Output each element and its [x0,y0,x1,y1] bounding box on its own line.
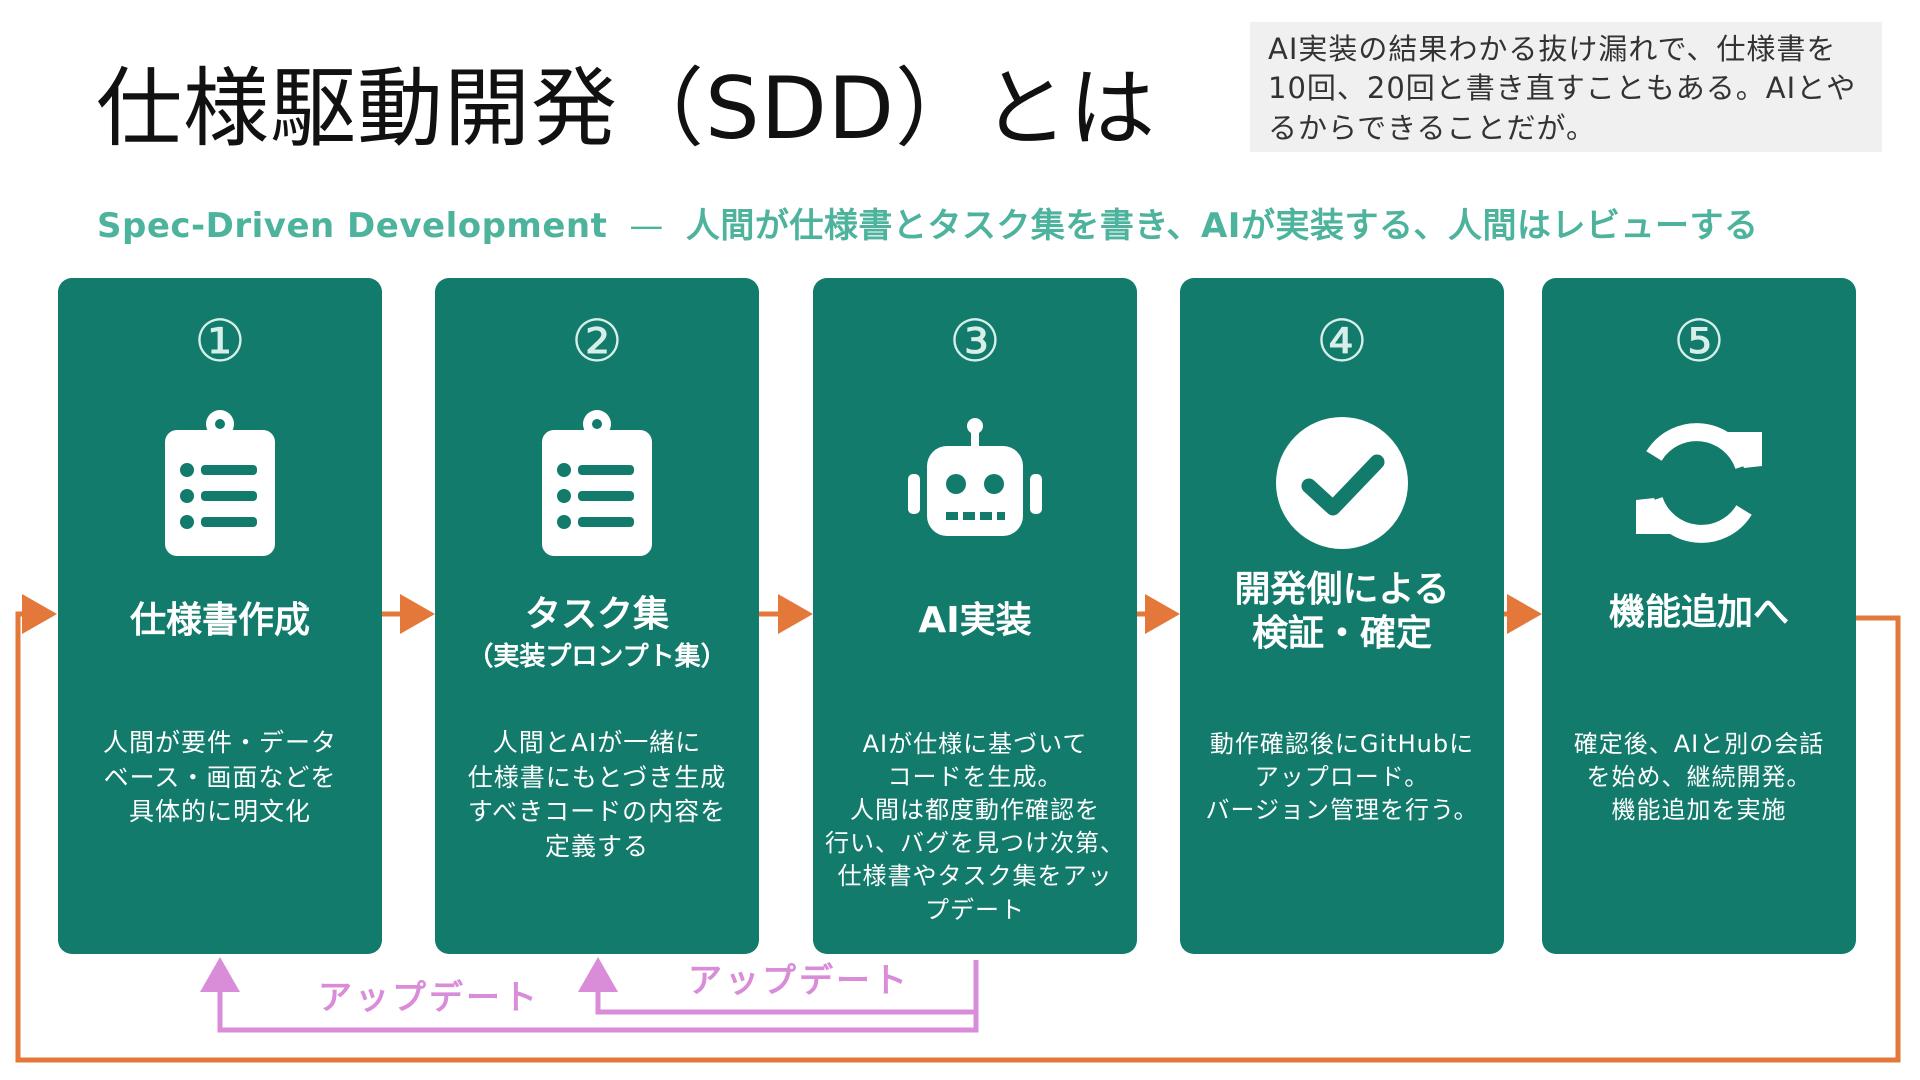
step-card-1: ① 仕様書作成 人間が要件・データ ベース・画面などを 具体的に明文化 [58,278,382,954]
robot-icon [900,408,1050,558]
step-number: ① [194,307,246,375]
step-title: AI実装 [918,600,1032,641]
step-subtitle: （実装プロンプト集） [467,642,727,672]
step-card-4: ④ 開発側による 検証・確定 動作確認後にGitHubに アップロード。 バージ… [1180,278,1504,954]
clipboard-list-icon [145,408,295,558]
step-title: 仕様書作成 [129,600,310,641]
step-description: 動作確認後にGitHubに アップロード。 バージョン管理を行う。 [1205,730,1479,825]
step-title: 開発側による 検証・確定 [1234,569,1450,654]
step-number: ② [571,307,623,375]
step-title: 機能追加へ [1608,592,1789,633]
step-card-3: ③ AI実装 AIが仕様に基づいて コードを生成。 人間は都度動作確認を 行い、… [813,278,1137,954]
subtitle-separator: — [629,206,664,246]
page-subtitle: Spec-Driven Development — 人間が仕様書とタスク集を書き、A… [97,198,1758,247]
step-description: AIが仕様に基づいて コードを生成。 人間は都度動作確認を 行い、バグを見つけ次… [825,730,1125,924]
step-title: タスク集 [524,594,669,635]
check-circle-icon [1267,408,1417,558]
clipboard-list-icon [522,408,672,558]
subtitle-ja: 人間が仕様書とタスク集を書き、AIが実装する、人間はレビューする [685,206,1759,246]
step-card-5: ⑤ 機能追加へ 確定後、AIと別の会話 を始め、継続開発。 機能追加を実施 [1542,278,1856,954]
step-number: ④ [1316,307,1368,375]
update-label-2: アップデート [688,961,910,1001]
step-description: 人間が要件・データ ベース・画面などを 具体的に明文化 [102,728,337,826]
update-label-1: アップデート [318,978,540,1018]
note-box: AI実装の結果わかる抜け漏れで、仕様書を10回、20回と書き直すこともある。AI… [1250,22,1882,152]
sync-arrows-icon [1624,408,1774,558]
step-description: 人間とAIが一緒に 仕様書にもとづき生成 すべきコードの内容を 定義する [467,728,727,861]
step-card-2: ② タスク集 （実装プロンプト集） 人間とAIが一緒に 仕様書にもとづき生成 す… [435,278,759,954]
subtitle-en: Spec-Driven Development [97,206,608,246]
step-description: 確定後、AIと別の会話 を始め、継続開発。 機能追加を実施 [1573,730,1825,825]
step-number: ⑤ [1673,307,1725,375]
page-title: 仕様駆動開発（SDD）とは [96,59,1157,159]
step-number: ③ [949,307,1001,375]
